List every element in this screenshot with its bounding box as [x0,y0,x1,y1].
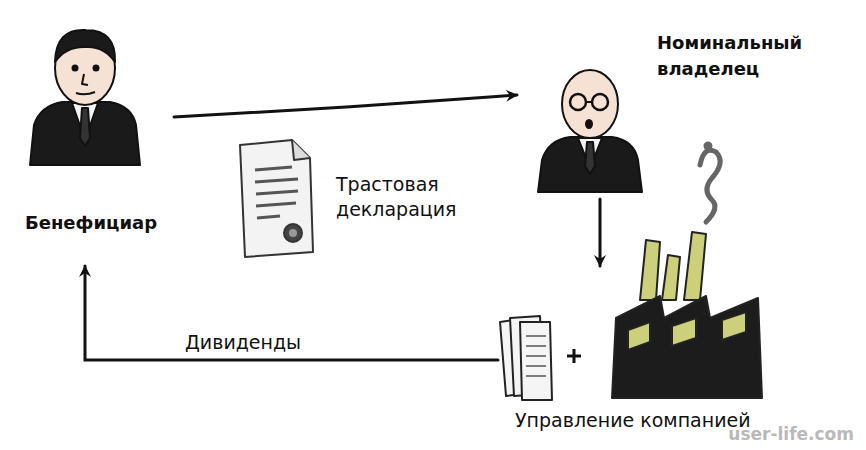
node-label: Номинальный владелец [657,30,807,82]
factory-icon [612,232,762,398]
flow-arrow [85,266,498,360]
flow-arrow [599,199,602,266]
nominee-figure [538,70,642,192]
papers-icon [500,316,552,400]
company-node: Управление компанией [495,268,795,446]
beneficiary-node: Бенефициар [20,25,180,240]
smoke-question [700,144,720,222]
edge-label: Трастовая декларация [333,172,499,221]
flow-arrow [174,95,517,117]
watermark: user-life.com [728,424,854,444]
node-label: Управление компанией [515,408,751,433]
edge-label: Дивиденды [182,330,304,355]
node-label: Бенефициар [25,210,157,236]
document-icon [240,140,313,257]
plus-sign [567,349,581,363]
beneficiary-figure [30,30,140,165]
nominee-node: Номинальный владелец [525,25,825,195]
